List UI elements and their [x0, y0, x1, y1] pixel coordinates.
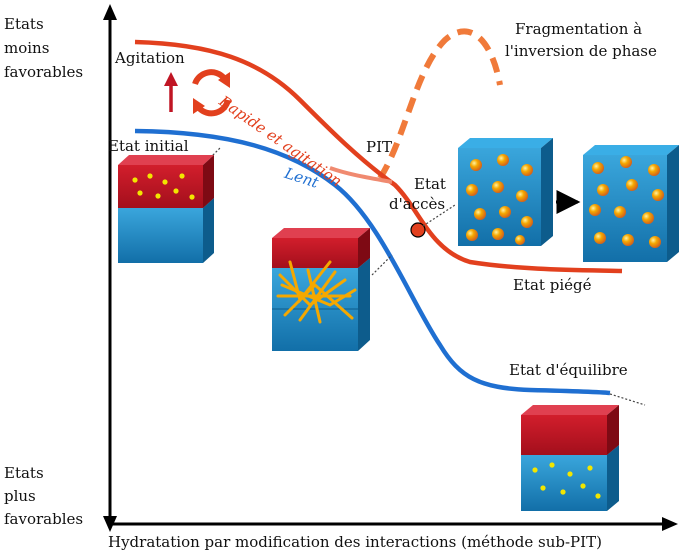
label-etat-piege: Etat piégé	[513, 276, 592, 294]
y-top-line-3: favorables	[4, 63, 84, 81]
fragmentation-line-1: Fragmentation à	[515, 20, 643, 38]
y-bottom-label: Etats plus favorables	[4, 464, 83, 528]
cube-initial	[118, 155, 214, 263]
blue-curve-lent	[134, 128, 611, 396]
leader-equilibre	[609, 393, 646, 406]
label-etat-equilibre: Etat d'équilibre	[509, 361, 628, 379]
agitation-up-arrow-head	[164, 72, 178, 86]
etat-acces-marker	[410, 222, 426, 238]
y-bottom-line-1: Etats	[4, 464, 44, 482]
red-branch-to-pit	[329, 166, 393, 184]
fragmentation-dashed-curve	[377, 28, 503, 180]
cube-network	[272, 228, 370, 351]
y-bottom-line-2: plus	[4, 487, 36, 505]
label-agitation: Agitation	[115, 49, 185, 67]
y-top-line-1: Etats	[4, 15, 44, 33]
y-axis-arrow-top	[103, 4, 117, 20]
rotation-arrowhead-1	[218, 72, 230, 88]
label-etat-acces: Etat d'accès	[389, 175, 446, 213]
label-fragmentation: Fragmentation à l'inversion de phase	[505, 20, 657, 60]
x-axis-title: Hydratation par modification des interac…	[108, 533, 602, 551]
cube-acces	[458, 138, 553, 246]
label-etat-initial: Etat initial	[108, 137, 189, 155]
label-pit: PIT	[366, 138, 393, 156]
cube-equilibre	[521, 405, 619, 511]
red-curve-rapide	[134, 39, 623, 274]
y-bottom-line-3: favorables	[4, 510, 84, 528]
y-top-line-2: moins	[4, 39, 50, 57]
y-top-label: Etats moins favorables	[4, 15, 83, 81]
cube-piege	[583, 145, 679, 262]
leader-lines	[209, 147, 646, 406]
rotation-arrowhead-2	[193, 98, 205, 114]
acces-line-2: d'accès	[389, 195, 446, 213]
fragmentation-line-2: l'inversion de phase	[505, 42, 657, 60]
leader-middle	[371, 254, 393, 276]
rotation-icon	[192, 69, 231, 117]
x-axis-arrow	[662, 517, 678, 531]
acces-line-1: Etat	[414, 175, 446, 193]
